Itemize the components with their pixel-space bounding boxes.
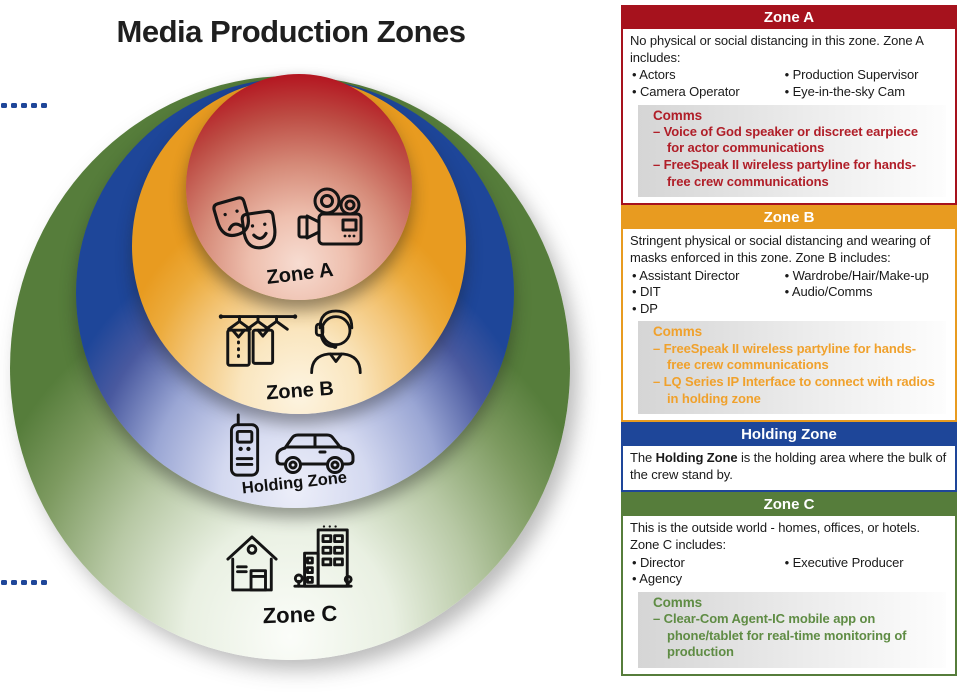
comms-box: Comms Clear-Com Agent-IC mobile app on p… [638, 591, 946, 669]
comms-box: Comms FreeSpeak II wireless partyline fo… [638, 321, 946, 415]
film-camera-icon [293, 186, 369, 252]
bullet-columns: Actors Camera Operator Production Superv… [630, 67, 948, 100]
comms-item: FreeSpeak II wireless partyline for hand… [653, 341, 938, 374]
panel-zone-b: Zone B Stringent physical or social dist… [621, 205, 957, 423]
bullet-item: Wardrobe/Hair/Make-up [783, 268, 948, 285]
zone-c-label: Zone C [262, 600, 338, 629]
panel-intro: No physical or social distancing in this… [630, 33, 924, 65]
panel-intro: The Holding Zone is the holding area whe… [630, 450, 947, 482]
panel-holding-zone: Holding Zone The Holding Zone is the hol… [621, 422, 957, 493]
panel-intro: Stringent physical or social distancing … [630, 233, 931, 265]
bullet-columns: Director Agency Executive Producer [630, 555, 948, 588]
dotted-line-bottom [1, 580, 47, 585]
comms-title: Comms [653, 107, 703, 123]
comms-item: Clear-Com Agent-IC mobile app on phone/t… [653, 611, 938, 661]
panel-zone-a-body: No physical or social distancing in this… [623, 29, 955, 203]
bullet-item: DIT [630, 284, 783, 301]
page-title: Media Production Zones [116, 14, 466, 49]
masks-icon [212, 192, 284, 256]
bullet-item: Production Supervisor [783, 67, 948, 84]
office-building-icon [291, 524, 355, 594]
info-panels: Zone A No physical or social distancing … [621, 5, 957, 677]
walkie-talkie-icon [227, 413, 265, 479]
bullet-item: Camera Operator [630, 84, 783, 101]
bullet-item: DP [630, 301, 783, 318]
zones-diagram: Media Production Zones [1, 14, 570, 660]
bullet-item: Assistant Director [630, 268, 783, 285]
panel-zone-b-header: Zone B [623, 207, 955, 230]
headset-operator-icon [306, 306, 364, 374]
bullet-item: Actors [630, 67, 783, 84]
comms-title: Comms [653, 594, 703, 610]
house-icon [225, 532, 279, 592]
panel-holding-zone-header: Holding Zone [623, 424, 955, 447]
zone-a-circle [186, 74, 412, 300]
bullet-item: Director [630, 555, 783, 572]
comms-box: Comms Voice of God speaker or discreet e… [638, 104, 946, 198]
comms-item: Voice of God speaker or discreet earpiec… [653, 124, 938, 157]
bullet-item: Audio/Comms [783, 284, 948, 301]
car-icon [275, 428, 355, 476]
panel-intro: This is the outside world - homes, offic… [630, 520, 920, 553]
bullet-item: Eye-in-the-sky Cam [783, 84, 948, 101]
panel-zone-a-header: Zone A [623, 7, 955, 29]
wardrobe-rack-icon [218, 306, 298, 372]
panel-holding-zone-body: The Holding Zone is the holding area whe… [623, 446, 955, 490]
bullet-columns: Assistant Director DIT DP Wardrobe/Hair/… [630, 268, 948, 318]
comms-item: FreeSpeak II wireless partyline for hand… [653, 157, 938, 190]
dotted-line-top [1, 103, 47, 108]
panel-zone-a: Zone A No physical or social distancing … [621, 5, 957, 206]
panel-zone-c-body: This is the outside world - homes, offic… [623, 516, 955, 674]
panel-zone-b-body: Stringent physical or social distancing … [623, 229, 955, 420]
panel-zone-c: Zone C This is the outside world - homes… [621, 492, 957, 677]
comms-title: Comms [653, 324, 703, 340]
panel-zone-c-header: Zone C [623, 494, 955, 517]
bullet-item: Executive Producer [783, 555, 948, 572]
bullet-item: Agency [630, 571, 783, 588]
comms-item: LQ Series IP Interface to connect with r… [653, 374, 938, 407]
